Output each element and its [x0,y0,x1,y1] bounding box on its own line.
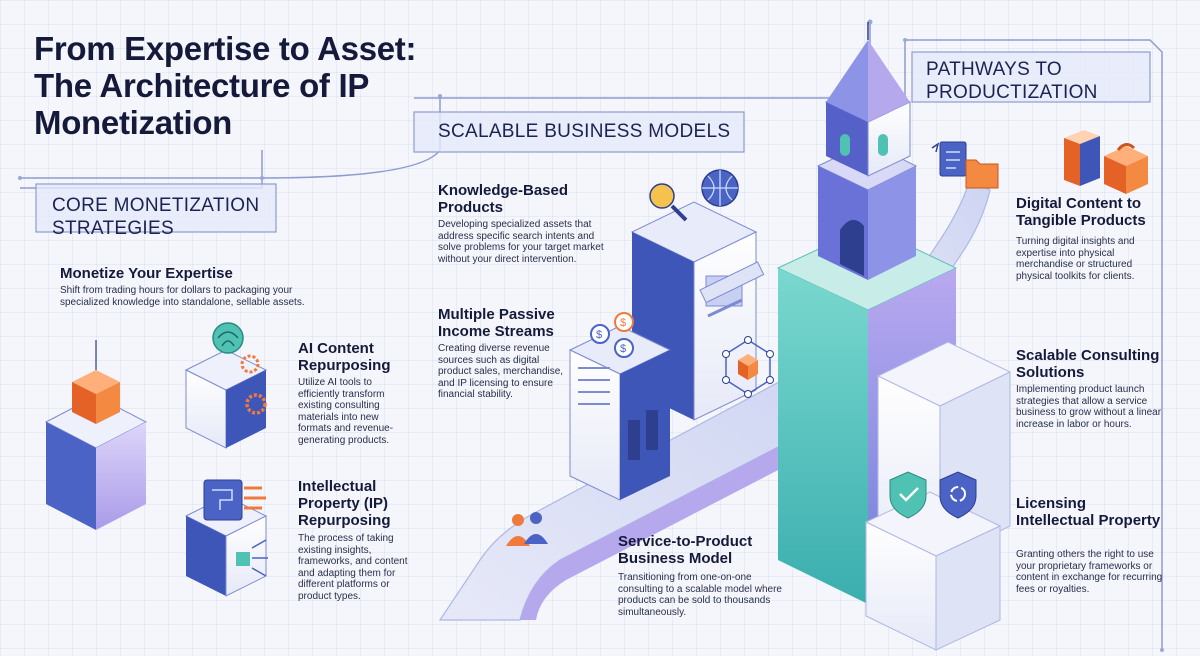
toolbox-icon [1104,143,1148,194]
core-item-desc-0: Shift from trading hours for dollars to … [60,285,305,308]
book-icon [1064,130,1100,186]
lightbulb-search-icon [649,183,675,209]
svg-text:$: $ [620,343,626,355]
pathways-heading: PATHWAYS TO PRODUCTIZATION [926,59,1098,103]
core-item-title-0: Monetize Your Expertise [60,265,233,282]
scalable-item-title-0: Knowledge-Based Products [438,182,569,216]
blueprint-dots [18,19,1164,652]
folder-icon [965,159,999,189]
pathways-item-desc-0: Turning digital insights and expertise i… [1016,236,1135,282]
ai-cube [184,322,268,449]
core-item-title-1: AI Content Repurposing [298,340,391,374]
core-heading: CORE MONETIZATION STRATEGIES [52,195,260,239]
people-icon [506,512,548,546]
scalable-item-desc-1: Creating diverse revenue sources such as… [438,343,564,400]
scalable-item-title-2: Service-to-Product Business Model [618,533,753,567]
core-item-desc-1: Utilize AI tools to efficiently transfor… [298,377,394,446]
scalable-item-title-1: Multiple Passive Income Streams [438,306,555,340]
ip-cube [184,479,268,597]
pathways-item-title-2: Licensing Intellectual Property [1016,495,1161,529]
orange-cube [72,370,120,424]
core-heading-panel [35,183,277,233]
svg-text:$: $ [620,317,626,329]
svg-text:$: $ [596,329,602,341]
dollar-coin-icon: $ $ $ [590,312,634,358]
pathways-item-desc-2: Granting others the right to use your pr… [1016,549,1163,595]
shield-check-icon [889,471,927,519]
pathways-item-desc-1: Implementing product launch strategies t… [1016,384,1162,430]
shield-sync-icon [939,471,977,519]
scalable-item-desc-0: Developing specialized assets that addre… [438,219,604,265]
income-tower: $ $ $ [568,312,672,501]
brain-icon [212,322,244,354]
scalable-heading-panel [413,111,745,153]
pathways-item-title-0: Digital Content to Tangible Products [1016,195,1146,229]
core-item-title-2: Intellectual Property (IP) Repurposing [298,478,391,529]
pathways-item-title-1: Scalable Consulting Solutions [1016,347,1160,381]
gear-icon [240,354,260,374]
page-title: From Expertise to Asset: The Architectur… [34,30,417,141]
network-cube-icon [722,336,774,398]
core-item-desc-2: The process of taking existing insights,… [298,533,408,602]
pathways-heading-panel [911,51,1151,103]
licensing-block [864,471,1002,651]
base-cube-left [44,340,148,530]
scalable-item-desc-2: Transitioning from one-on-one consulting… [618,572,782,618]
document-icon [931,141,967,177]
scalable-heading: SCALABLE BUSINESS MODELS [438,121,731,142]
